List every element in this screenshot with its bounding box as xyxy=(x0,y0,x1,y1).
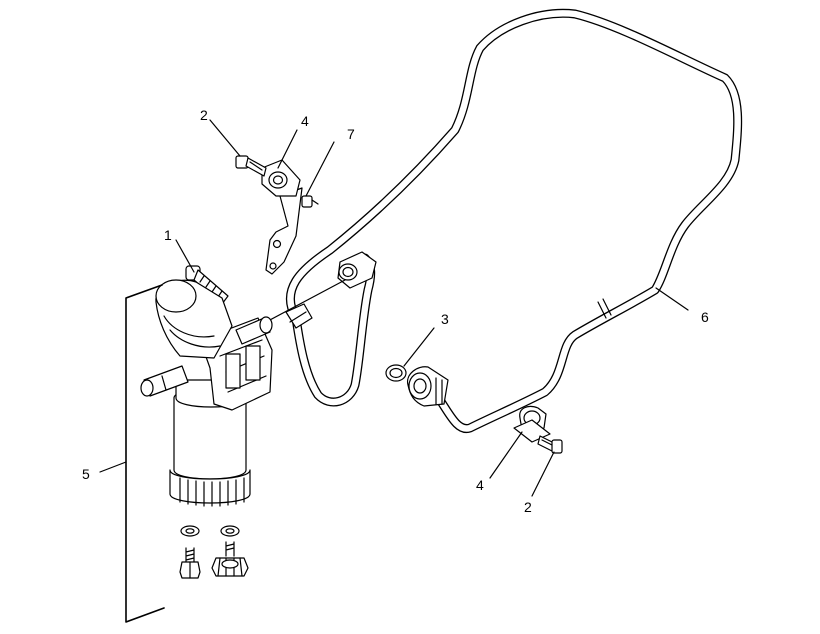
callout-2-lower: 2 xyxy=(524,499,532,515)
return-hose xyxy=(285,251,377,407)
fuel-line-6 xyxy=(286,8,743,434)
bolt-2-lower xyxy=(537,435,563,454)
drain-plug-right xyxy=(211,541,249,577)
callout-5: 5 xyxy=(82,466,90,482)
callout-3: 3 xyxy=(441,311,449,327)
callout-7: 7 xyxy=(347,126,355,142)
mounting-bracket-7 xyxy=(265,187,303,275)
callout-2-upper: 2 xyxy=(200,107,208,123)
callout-4-lower: 4 xyxy=(476,477,484,493)
group-bracket-5 xyxy=(125,284,165,623)
nut-upper xyxy=(301,195,319,208)
leader-lines xyxy=(99,119,689,497)
hose-end-fitting xyxy=(337,251,377,289)
hose-connector-sleeve xyxy=(285,303,313,329)
line-end-fitting xyxy=(406,366,449,407)
clip-4-upper xyxy=(261,159,301,197)
drain-washer-left xyxy=(180,525,200,537)
o-ring-3 xyxy=(385,364,407,382)
callout-1: 1 xyxy=(164,227,172,243)
fuel-filter-assembly-5 xyxy=(140,279,273,579)
callout-6: 6 xyxy=(701,309,709,325)
drain-plug-left xyxy=(179,547,201,579)
drain-washer-right xyxy=(220,525,240,537)
callout-4-upper: 4 xyxy=(301,113,309,129)
bolt-2-upper xyxy=(235,155,267,177)
